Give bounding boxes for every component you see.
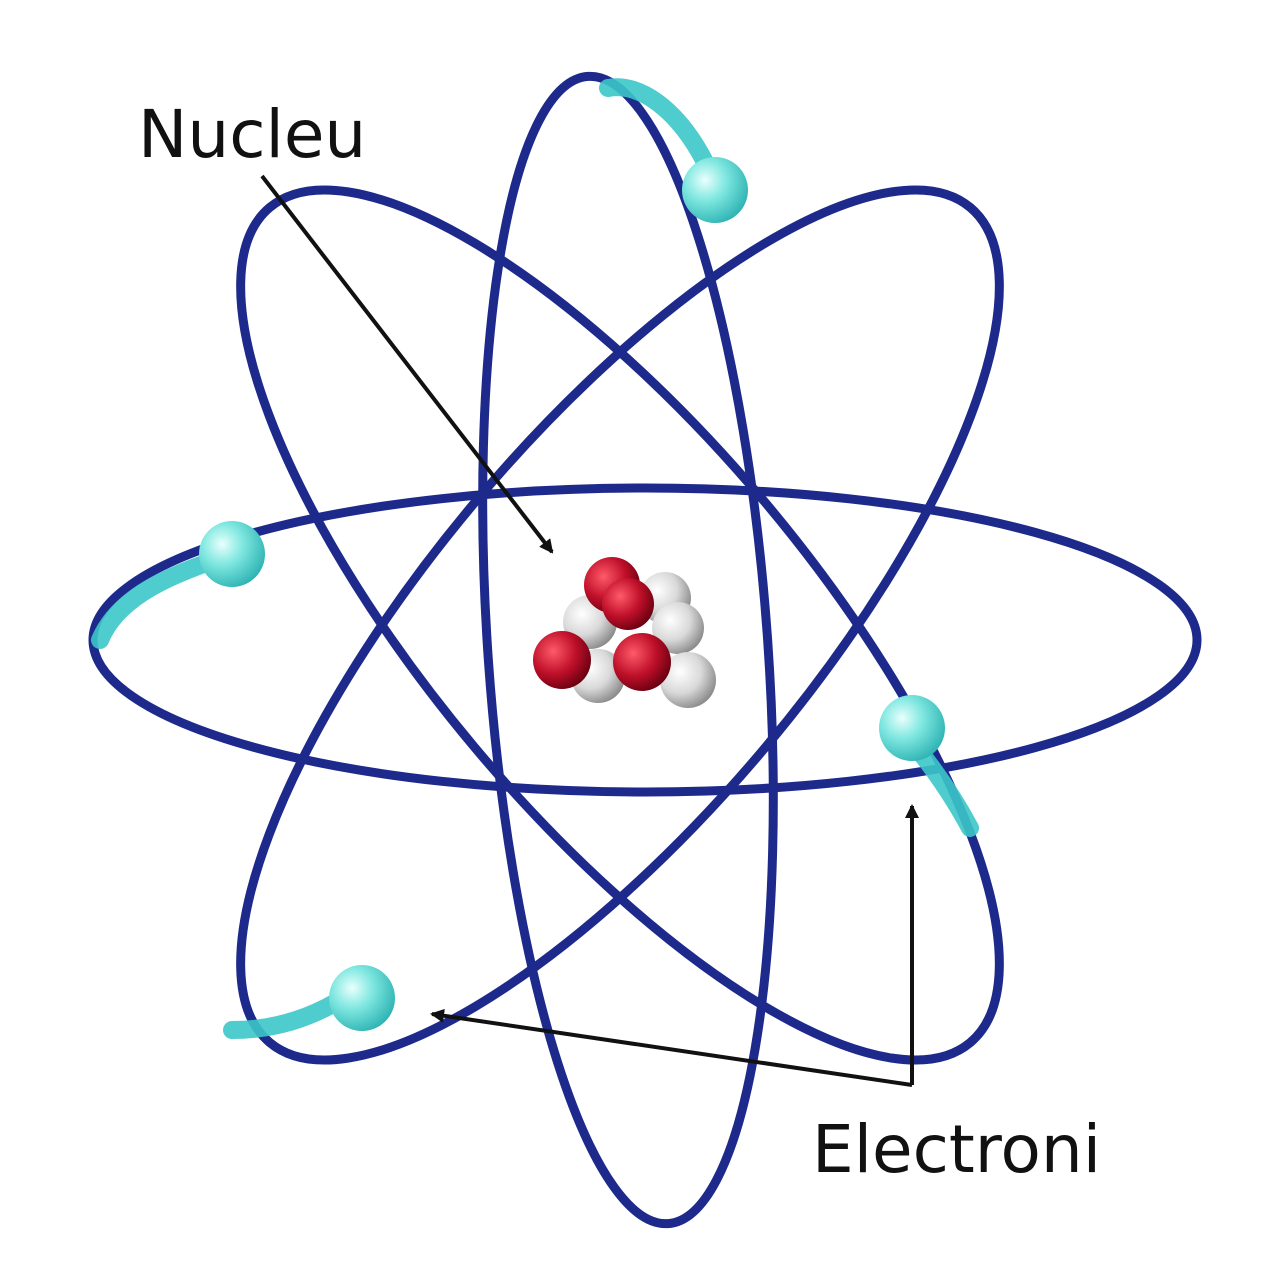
orbits: [88, 71, 1202, 1229]
electron-top: [682, 157, 748, 223]
electron-bottom: [329, 965, 395, 1031]
nucleus: [533, 557, 716, 708]
annotation-arrows: [260, 174, 919, 1087]
proton: [533, 631, 591, 689]
electron-left: [199, 521, 265, 587]
orbit-diagonal-left: [236, 185, 1004, 1065]
electrons-label: Electroni: [812, 1111, 1101, 1188]
orbit-diagonal-right: [236, 185, 1004, 1065]
electron-right: [879, 695, 945, 761]
neutron: [660, 652, 716, 708]
proton: [602, 578, 654, 630]
nucleus-arrow: [260, 174, 554, 554]
electron-trail-top: [599, 78, 714, 171]
electron-arrow-left: [430, 1008, 913, 1087]
proton: [613, 633, 671, 691]
nucleus-label: Nucleu: [138, 96, 366, 173]
orbit-vertical: [478, 71, 778, 1229]
electrons: [199, 157, 945, 1031]
neutron: [652, 602, 704, 654]
